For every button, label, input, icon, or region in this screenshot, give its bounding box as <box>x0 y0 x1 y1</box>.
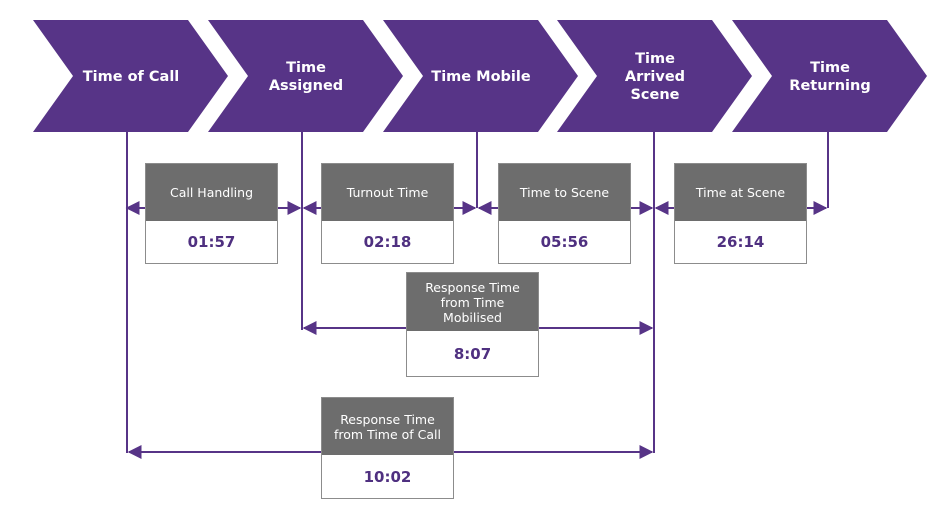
turnout-time-label: Turnout Time <box>322 164 453 221</box>
call-handling-value: 01:57 <box>187 233 236 251</box>
chevron-label: Scene <box>630 87 679 103</box>
chevron-label: Time <box>635 51 675 67</box>
time-to-scene-box: Time to Scene 05:56 <box>498 163 631 264</box>
chevron-shape <box>33 20 228 132</box>
response-time-mobilised-label: Response Time from Time Mobilised <box>407 273 538 331</box>
chevron-shape <box>383 20 578 132</box>
time-at-scene-box: Time at Scene 26:14 <box>674 163 807 264</box>
time-at-scene-label: Time at Scene <box>675 164 806 221</box>
response-time-call-value: 10:02 <box>363 467 412 486</box>
response-time-call-box: Response Time from Time of Call 10:02 <box>321 397 454 499</box>
turnout-time-box: Turnout Time 02:18 <box>321 163 454 264</box>
response-time-call-label: Response Time from Time of Call <box>322 398 453 455</box>
chevron-time-of-call: Time of Call <box>33 20 228 132</box>
chevron-shape <box>732 20 927 132</box>
chevron-shape <box>557 20 752 132</box>
chevron-shape <box>208 20 403 132</box>
chevron-label: Arrived <box>625 69 685 85</box>
chevron-label: Returning <box>789 78 870 94</box>
chevron-label: Time of Call <box>83 69 180 85</box>
chevron-time-mobile: Time Mobile <box>383 20 578 132</box>
chevron-label: Time <box>810 60 850 76</box>
time-to-scene-label: Time to Scene <box>499 164 630 221</box>
chevron-label: Time Mobile <box>431 69 531 85</box>
response-time-mobilised-value: 8:07 <box>453 344 492 363</box>
call-handling-box: Call Handling 01:57 <box>145 163 278 264</box>
chevron-label: Assigned <box>269 78 343 94</box>
chevron-label: Time <box>286 60 326 76</box>
turnout-time-value: 02:18 <box>363 233 412 251</box>
response-time-mobilised-box: Response Time from Time Mobilised 8:07 <box>406 272 539 377</box>
time-to-scene-value: 05:56 <box>540 233 589 251</box>
time-at-scene-value: 26:14 <box>716 233 765 251</box>
call-handling-label: Call Handling <box>146 164 277 221</box>
